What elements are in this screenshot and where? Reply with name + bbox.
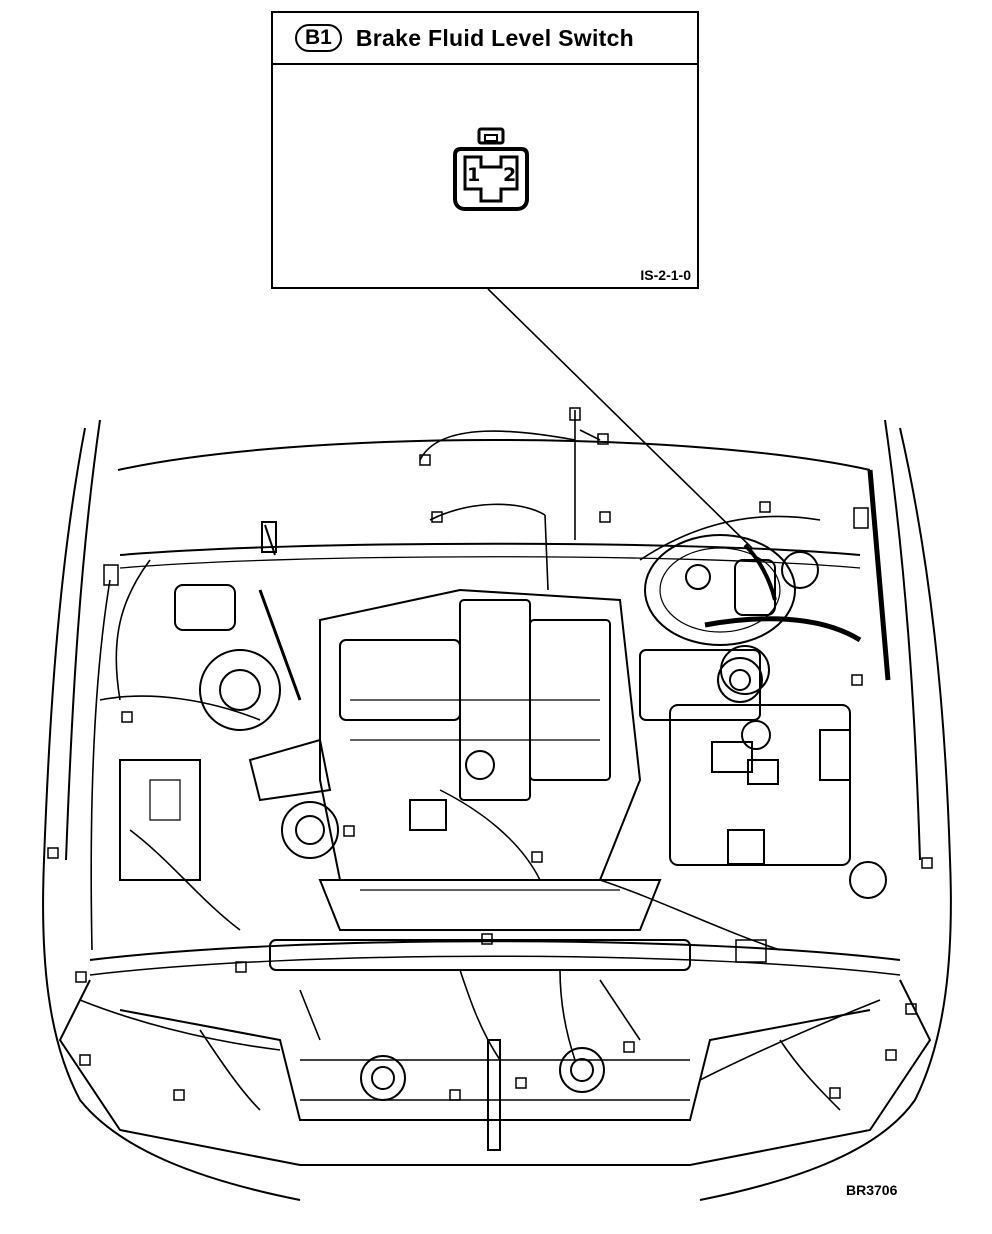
- harness-connectors: [47, 407, 933, 1101]
- pin-1-label: 1: [467, 164, 480, 186]
- air-intake-duct: [119, 738, 332, 881]
- front-horns: [360, 1039, 605, 1151]
- connector-face-diagram: 1 2: [453, 127, 529, 211]
- relay-box: [669, 704, 851, 866]
- battery: [639, 649, 763, 721]
- firewall-cowl: [119, 542, 861, 569]
- connector-callout: B1 Brake Fluid Level Switch 1 2 IS-2-1-0: [271, 11, 699, 289]
- connector-title: Brake Fluid Level Switch: [355, 24, 635, 51]
- leader-line: [487, 288, 753, 549]
- callout-header: B1 Brake Fluid Level Switch: [273, 13, 697, 65]
- connector-code: B1: [295, 24, 342, 52]
- radiator-support: [89, 879, 901, 976]
- left-strut-tower: [174, 521, 302, 731]
- engine-block: [281, 588, 642, 881]
- figure-code: BR3706: [846, 1182, 898, 1198]
- pin-2-label: 2: [503, 164, 516, 186]
- vehicle-body-outline: [42, 419, 952, 1201]
- reference-code: IS-2-1-0: [640, 267, 691, 283]
- right-strut-tower: [720, 645, 887, 899]
- brake-booster: [644, 534, 862, 646]
- wiring-harness: [79, 410, 891, 1111]
